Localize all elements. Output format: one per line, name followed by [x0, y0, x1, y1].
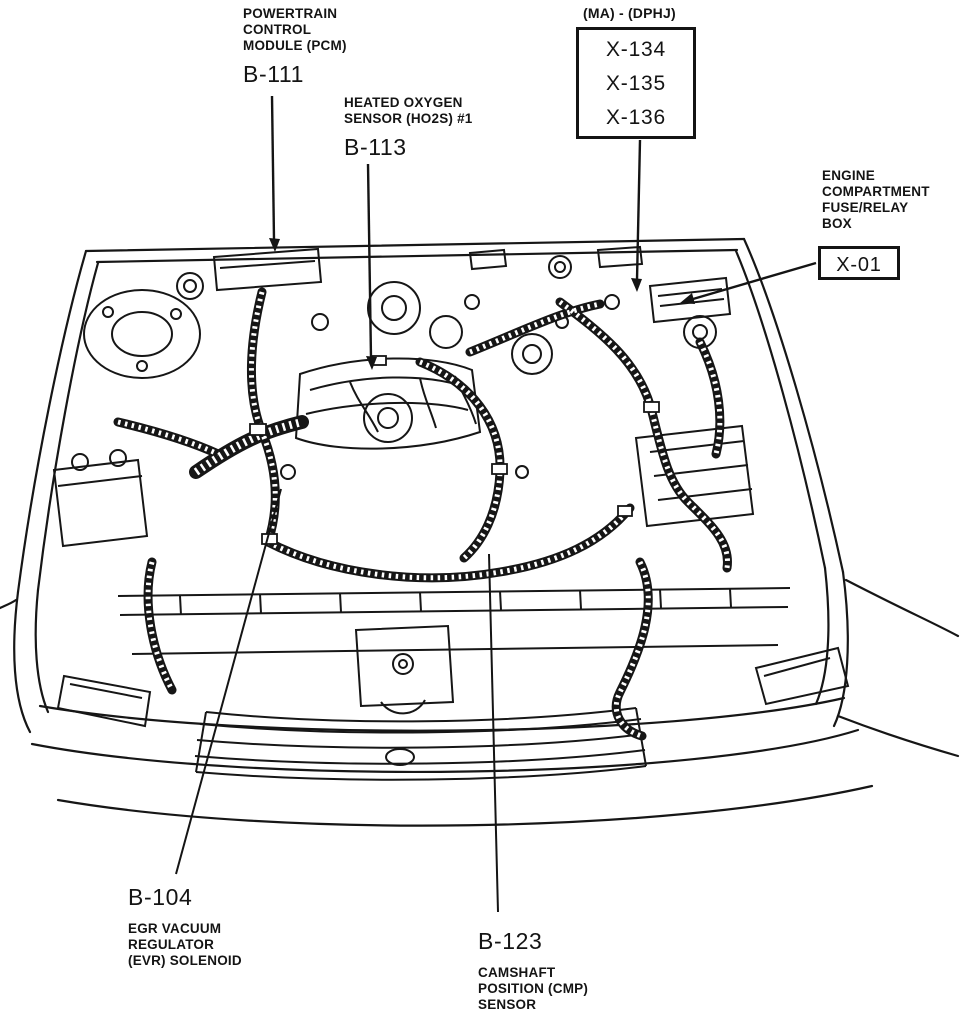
cowl-components — [176, 245, 732, 324]
callout-evr: B-104 EGR VACUUM REGULATOR (EVR) SOLENOI… — [128, 884, 242, 969]
engine-block — [280, 281, 620, 480]
fuse-relay-label-line: COMPARTMENT — [822, 184, 930, 199]
callout-connectors-caption: (MA) - (DPHJ) — [583, 5, 676, 21]
evr-label-line: (EVR) SOLENOID — [128, 953, 242, 968]
hood-latch — [354, 624, 455, 715]
cmp-label-line: CAMSHAFT — [478, 965, 556, 980]
connector-code: X-135 — [605, 72, 667, 95]
callout-pcm: POWERTRAIN CONTROL MODULE (PCM) B-111 — [243, 6, 347, 88]
pcm-code: B-111 — [243, 61, 304, 87]
strut-tower-battery — [52, 289, 201, 548]
pcm-label-line: MODULE (PCM) — [243, 38, 347, 53]
pcm-label-line: CONTROL — [243, 22, 312, 37]
fuse-relay-label-line: ENGINE — [822, 168, 875, 183]
fuse-relay-code: X-01 — [836, 254, 882, 276]
callout-lines — [175, 95, 817, 913]
connector-codes-box: X-134 X-135 X-136 — [576, 27, 696, 139]
cmp-label-line: SENSOR — [478, 997, 537, 1012]
fuse-relay-code-box: X-01 — [818, 246, 900, 280]
grille — [194, 707, 647, 781]
wiring-harnesses — [113, 287, 732, 741]
headlights — [56, 646, 850, 728]
callout-arrowheads — [269, 238, 695, 370]
fuse-relay-label-line: FUSE/RELAY — [822, 200, 909, 215]
evr-label-line: EGR VACUUM — [128, 921, 222, 936]
cmp-code: B-123 — [478, 928, 543, 954]
fuse-relay-label-line: BOX — [822, 216, 852, 231]
callout-ho2s: HEATED OXYGEN SENSOR (HO2S) #1 B-113 — [344, 95, 472, 161]
evr-code: B-104 — [128, 884, 193, 910]
evr-label-line: REGULATOR — [128, 937, 215, 952]
connectors-caption: (MA) - (DPHJ) — [583, 5, 676, 21]
connector-code: X-136 — [605, 106, 667, 129]
connector-code: X-134 — [605, 38, 667, 61]
ho2s-label-line: HEATED OXYGEN — [344, 95, 463, 110]
pcm-label-line: POWERTRAIN — [243, 6, 338, 21]
callout-cmp: B-123 CAMSHAFT POSITION (CMP) SENSOR — [478, 928, 588, 1013]
radiator-support — [117, 587, 791, 655]
ho2s-label-line: SENSOR (HO2S) #1 — [344, 111, 473, 126]
callout-fuse-relay: ENGINE COMPARTMENT FUSE/RELAY BOX — [822, 168, 930, 232]
cmp-label-line: POSITION (CMP) — [478, 981, 589, 996]
body-outline — [0, 237, 960, 827]
ho2s-code: B-113 — [344, 134, 407, 160]
